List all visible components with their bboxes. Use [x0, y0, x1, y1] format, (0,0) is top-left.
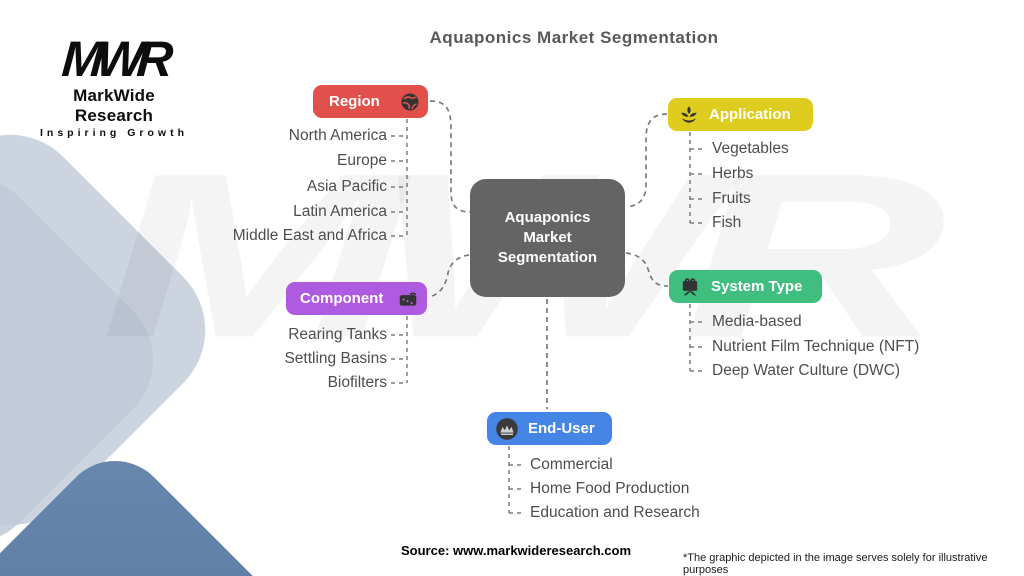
region-item: Latin America: [293, 203, 387, 220]
end-user-item: Education and Research: [530, 504, 700, 521]
application-item: Fruits: [712, 190, 751, 207]
region-item: Middle East and Africa: [232, 227, 387, 244]
central-node: Aquaponics Market Segmentation: [470, 179, 625, 297]
logo-company-name: MarkWide Research: [73, 85, 155, 125]
component-item: Biofilters: [327, 374, 387, 391]
globe-icon: [400, 92, 420, 112]
end-user-item: Home Food Production: [530, 480, 690, 497]
system-type-item: Media-based: [712, 313, 802, 330]
tank-icon: [397, 288, 419, 310]
source-text: Source: www.markwideresearch.com: [401, 543, 632, 558]
branch-label-system-type: System Type: [711, 278, 803, 295]
page-title: Aquaponics Market Segmentation: [429, 28, 719, 47]
application-item: Vegetables: [712, 140, 789, 157]
logo-tagline: Inspiring Growth: [40, 126, 188, 139]
central-node-label: Aquaponics Market Segmentation: [497, 208, 598, 267]
branch-node-end-user: End-User: [487, 412, 612, 445]
markwide-research-logo: MWR MarkWide Research Inspiring Growth: [34, 31, 194, 139]
disclaimer-text: *The graphic depicted in the image serve…: [683, 552, 988, 576]
component-item: Rearing Tanks: [288, 326, 387, 343]
branch-node-application: Application: [668, 98, 813, 131]
branch-node-system-type: System Type: [669, 270, 822, 303]
branch-label-region: Region: [329, 93, 380, 110]
logo-mwr-mark: MWR: [60, 31, 168, 87]
branch-label-component: Component: [300, 290, 384, 307]
branch-node-component: Component: [286, 282, 427, 315]
branch-label-end-user: End-User: [528, 420, 595, 437]
branch-label-application: Application: [709, 106, 791, 123]
component-item: Settling Basins: [284, 350, 387, 367]
system-type-item: Deep Water Culture (DWC): [712, 362, 901, 379]
branch-node-region: Region: [313, 85, 428, 118]
end-user-item: Commercial: [530, 456, 613, 473]
sprout-icon: [678, 104, 700, 126]
application-item: Fish: [712, 214, 742, 231]
system-type-item: Nutrient Film Technique (NFT): [712, 338, 920, 355]
application-item: Herbs: [712, 165, 754, 182]
region-item: North America: [288, 127, 387, 144]
users-circle-icon: [495, 417, 519, 441]
region-item: Asia Pacific: [306, 178, 387, 195]
region-item: Europe: [337, 152, 387, 169]
box-plant-icon: [679, 276, 701, 298]
